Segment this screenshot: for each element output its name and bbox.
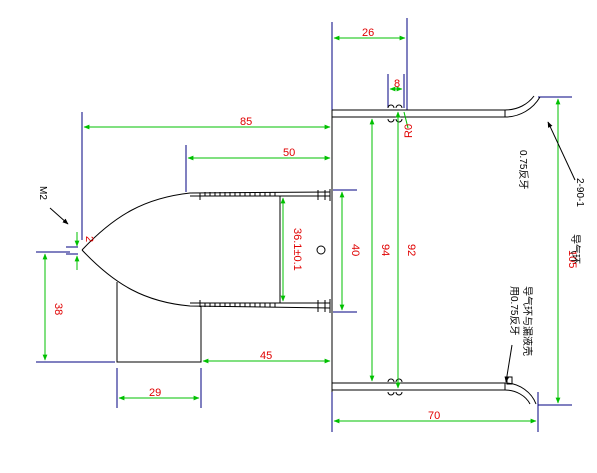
dimension-lines: [42, 35, 561, 424]
extension-lines: [36, 18, 572, 432]
nozzle-body: [81, 189, 331, 363]
dim-40: 40: [349, 244, 361, 256]
dim-105: 105: [566, 250, 578, 268]
dim-8: 8: [394, 78, 400, 90]
dim-70: 70: [428, 410, 440, 422]
leader-lines: [49, 121, 576, 383]
dim-45: 45: [260, 350, 272, 362]
dim-29: 29: [149, 387, 161, 399]
label-guide-ring: 导气环: [569, 234, 582, 264]
dim-36: 36.1±0.1: [291, 228, 303, 271]
dim-85: 85: [240, 116, 252, 128]
label-note-line1: 导气环与漏液壳: [521, 286, 534, 356]
dim-94: 94: [379, 244, 391, 256]
dim-38: 38: [52, 303, 64, 315]
dim-50: 50: [283, 147, 295, 159]
label-note-line2: 用0.75反牙: [508, 286, 520, 335]
dim-26: 26: [362, 27, 374, 39]
label-thread-top: 0.75反牙: [517, 150, 529, 189]
label-ring-code: 2-90-1: [574, 178, 585, 207]
housing-shell: [331, 95, 541, 405]
dim-92: 92: [405, 244, 417, 256]
dim-r0: R0: [403, 124, 415, 138]
label-m2: M2: [37, 186, 48, 200]
dim-2: 2: [83, 236, 95, 242]
